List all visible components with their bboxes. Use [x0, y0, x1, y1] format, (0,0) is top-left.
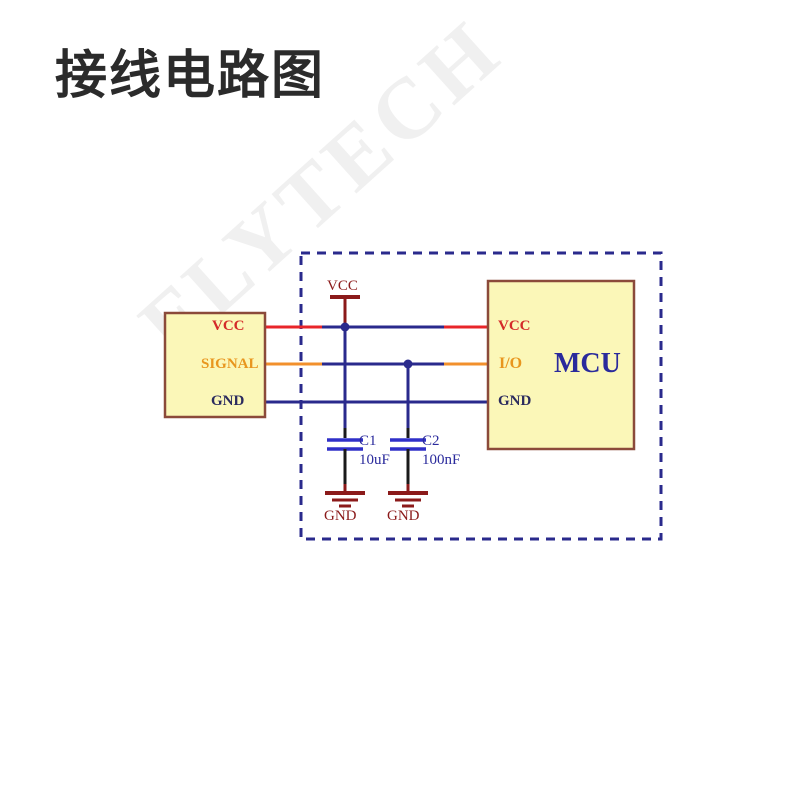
junction-dot-signal-c2 [403, 359, 413, 369]
junction-dot-vcc [340, 322, 350, 332]
capacitor-c2-ref: C2 [422, 433, 440, 449]
capacitor-c1-ref: C1 [359, 433, 377, 449]
dashed-enclosure [299, 251, 663, 541]
sensor-pin-label-gnd: GND [211, 393, 245, 409]
mcu-body[interactable] [486, 279, 636, 451]
mcu-pin-label-io: I/O [499, 355, 523, 372]
capacitor-c2-value: 100nF [422, 452, 461, 468]
ground-symbol-c2 [388, 484, 428, 508]
mcu-pin-label-vcc: VCC [498, 318, 531, 334]
mcu-title: MCU [554, 348, 621, 379]
sensor-module-body[interactable] [163, 311, 267, 419]
sensor-pin-label-signal: SIGNAL [201, 356, 259, 372]
power-symbol-label: VCC [327, 278, 358, 294]
sensor-pin-label-vcc: VCC [212, 318, 245, 334]
capacitor-c1 [327, 428, 363, 487]
capacitor-c2-ground-label: GND [387, 508, 420, 524]
ground-symbol-c1 [325, 484, 365, 508]
mcu-pin-label-gnd: GND [498, 393, 532, 409]
capacitor-c2 [390, 428, 426, 487]
page-title: 接线电路图 [55, 47, 326, 105]
capacitor-c1-ground-label: GND [324, 508, 357, 524]
capacitor-c1-value: 10uF [359, 452, 390, 468]
